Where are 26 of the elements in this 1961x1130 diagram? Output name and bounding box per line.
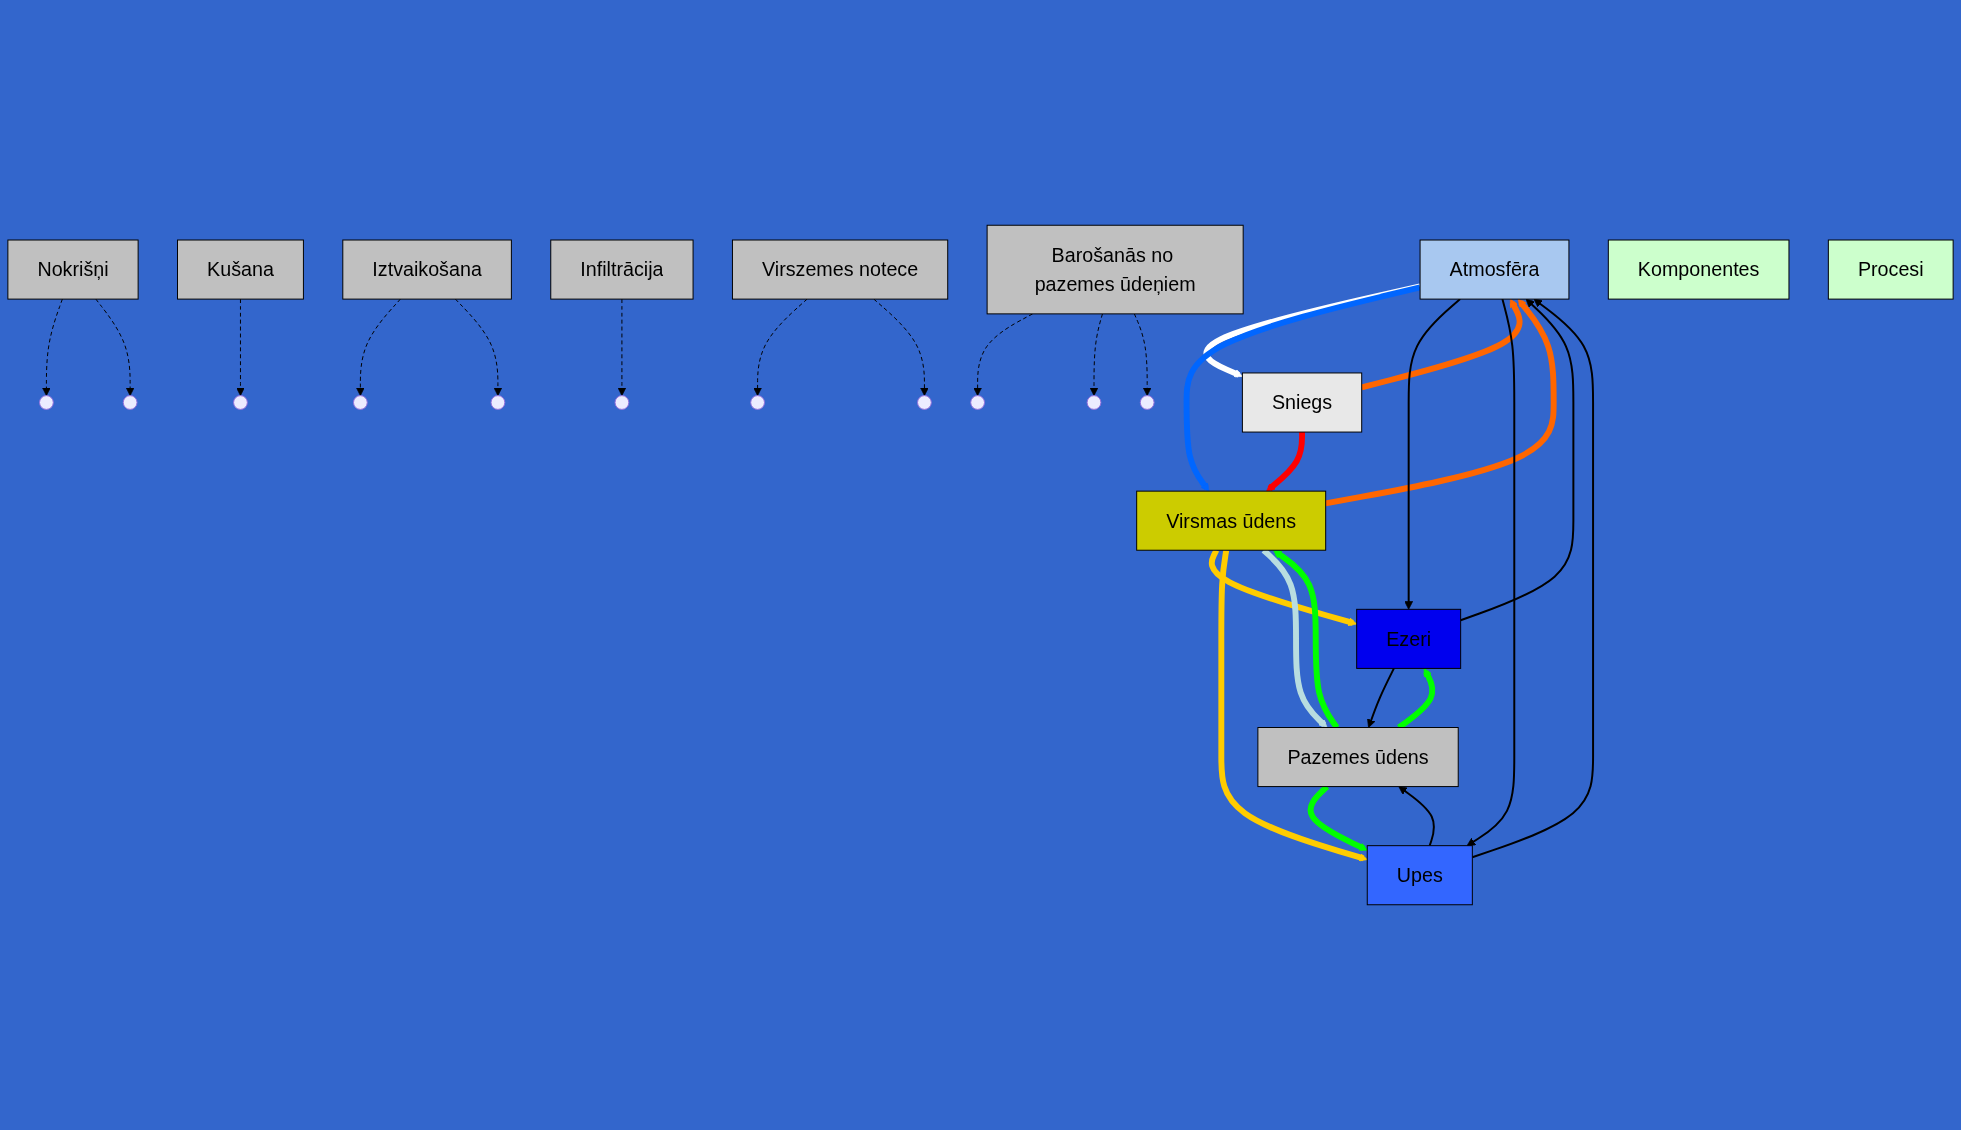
node-box: Procesi [1827,239,1954,300]
arrow [1325,298,1557,507]
node-box: Kušana [177,239,304,300]
node-box: Pazemes ūdens [1257,727,1459,788]
node-box: Upes [1366,845,1473,906]
arrow [1398,786,1435,847]
node-box: Komponentes [1607,239,1790,300]
node-box: Infiltrācija [550,239,694,300]
arrow [1367,667,1395,728]
node-box: Iztvaikošana [342,239,512,300]
arrow [1459,298,1575,622]
arrow [1471,298,1595,859]
node-box: Atmosfēra [1419,239,1570,300]
arrow [1466,298,1516,847]
arrow [1218,549,1368,862]
node-box: Barošanās no pazemes ūdeņiem [986,224,1244,315]
node-box: Virsmas ūdens [1136,490,1327,551]
arrow [1404,298,1462,610]
arrow [1360,298,1523,391]
arrow [1203,283,1421,378]
node-box: Nokrišņi [7,239,139,300]
node-box: Sniegs [1241,372,1363,433]
node-box: Virszemes notece [731,239,949,300]
arrow [1266,432,1305,492]
arrow [1183,284,1421,492]
node-box: Ezeri [1356,608,1462,669]
